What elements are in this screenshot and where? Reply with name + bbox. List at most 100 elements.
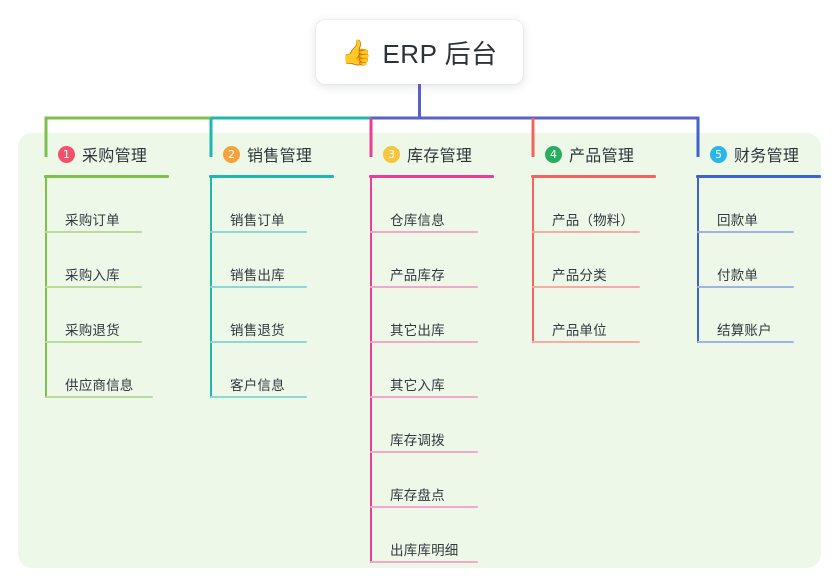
branch-item-underline (370, 451, 478, 453)
branch-item-underline (532, 231, 640, 233)
branch-item[interactable]: 仓库信息 (363, 178, 523, 233)
branch-item-underline (370, 231, 478, 233)
branch-column-3: 3 库存管理仓库信息产品库存其它出库其它入库库存调拨库存盘点出库库明细 (363, 133, 523, 563)
branch-item-underline (45, 231, 142, 233)
branch-title: 库存管理 (407, 148, 473, 165)
branch-item[interactable]: 采购入库 (38, 233, 198, 288)
branch-item-underline (210, 286, 307, 288)
branch-item[interactable]: 其它入库 (363, 343, 523, 398)
branch-item-underline (697, 231, 794, 233)
branch-header-4[interactable]: 4 产品管理 (525, 133, 685, 175)
branch-number-badge: 2 (223, 145, 240, 163)
branch-item-label: 销售出库 (230, 268, 285, 283)
branch-columns: 1 采购管理采购订单采购入库采购退货供应商信息 2 销售管理销售订单销售出库销售退货客… (18, 133, 821, 568)
branch-item[interactable]: 销售退货 (203, 288, 363, 343)
branch-item-label: 结算账户 (717, 323, 772, 338)
root-node-title: ERP 后台 (382, 38, 498, 69)
branch-item[interactable]: 产品（物料） (525, 178, 685, 233)
branch-item-label: 产品（物料） (552, 213, 635, 228)
branch-item-label: 出库库明细 (390, 543, 459, 558)
branch-item-label: 付款单 (717, 268, 759, 283)
branch-item[interactable]: 其它出库 (363, 288, 523, 343)
branch-header-3[interactable]: 3 库存管理 (363, 133, 523, 175)
branch-title: 销售管理 (247, 148, 313, 165)
branch-item-underline (210, 341, 307, 343)
branch-item-label: 库存调拨 (390, 433, 445, 448)
branch-column-4: 4 产品管理产品（物料） 产品分类产品单位 (525, 133, 685, 343)
branch-item[interactable]: 产品单位 (525, 288, 685, 343)
branch-header-1[interactable]: 1 采购管理 (38, 133, 198, 175)
diagram-panel (18, 133, 821, 568)
branch-item-underline (370, 341, 478, 343)
branch-spine (532, 178, 534, 343)
branch-item[interactable]: 产品分类 (525, 233, 685, 288)
branch-item-label: 客户信息 (230, 378, 285, 393)
thumbs-up-icon: 👍 (341, 37, 373, 67)
branch-item-label: 产品分类 (552, 268, 607, 283)
branch-item-list: 销售订单销售出库销售退货客户信息 (203, 178, 363, 398)
branch-item-label: 采购订单 (65, 213, 120, 228)
branch-item[interactable]: 客户信息 (203, 343, 363, 398)
branch-title: 财务管理 (734, 148, 800, 165)
branch-item-label: 销售退货 (230, 323, 285, 338)
branch-item[interactable]: 付款单 (690, 233, 839, 288)
branch-underline (531, 175, 656, 178)
branch-item[interactable]: 产品库存 (363, 233, 523, 288)
root-node[interactable]: 👍 ERP 后台 (316, 20, 523, 84)
branch-underline (696, 175, 821, 178)
branch-number-badge: 4 (545, 145, 562, 163)
branch-item[interactable]: 出库库明细 (363, 508, 523, 563)
branch-item-underline (45, 396, 153, 398)
branch-item-label: 仓库信息 (390, 213, 445, 228)
branch-item[interactable]: 采购订单 (38, 178, 198, 233)
branch-item-underline (210, 231, 307, 233)
branch-item[interactable]: 供应商信息 (38, 343, 198, 398)
branch-underline (209, 175, 334, 178)
branch-item-underline (370, 286, 478, 288)
branch-item-underline (370, 506, 478, 508)
branch-item-label: 其它入库 (390, 378, 445, 393)
branch-item-underline (532, 286, 640, 288)
branch-item-underline (370, 396, 478, 398)
branch-item[interactable]: 采购退货 (38, 288, 198, 343)
branch-item[interactable]: 结算账户 (690, 288, 839, 343)
branch-item-underline (210, 396, 307, 398)
branch-underline (369, 175, 494, 178)
branch-spine (697, 178, 699, 343)
branch-header-5[interactable]: 5 财务管理 (690, 133, 839, 175)
branch-item[interactable]: 回款单 (690, 178, 839, 233)
branch-item[interactable]: 库存调拨 (363, 398, 523, 453)
branch-number-badge: 5 (710, 145, 727, 163)
branch-item-list: 仓库信息产品库存其它出库其它入库库存调拨库存盘点出库库明细 (363, 178, 523, 563)
branch-underline (44, 175, 169, 178)
branch-item-underline (532, 341, 640, 343)
branch-item-label: 供应商信息 (65, 378, 134, 393)
branch-item-underline (697, 341, 794, 343)
branch-title: 采购管理 (82, 148, 148, 165)
branch-item-underline (370, 561, 478, 563)
branch-item-label: 其它出库 (390, 323, 445, 338)
branch-number-badge: 3 (383, 145, 400, 163)
branch-item-underline (45, 286, 142, 288)
branch-spine (210, 178, 212, 398)
branch-item-label: 回款单 (717, 213, 759, 228)
branch-item-label: 产品库存 (390, 268, 445, 283)
branch-title: 产品管理 (569, 148, 635, 165)
branch-column-2: 2 销售管理销售订单销售出库销售退货客户信息 (203, 133, 363, 398)
branch-item-label: 产品单位 (552, 323, 607, 338)
branch-item-label: 库存盘点 (390, 488, 445, 503)
branch-number-badge: 1 (58, 145, 75, 163)
branch-item[interactable]: 销售出库 (203, 233, 363, 288)
branch-item[interactable]: 销售订单 (203, 178, 363, 233)
branch-column-5: 5 财务管理回款单付款单结算账户 (690, 133, 839, 343)
branch-item-label: 采购入库 (65, 268, 120, 283)
branch-item-underline (697, 286, 794, 288)
branch-spine (370, 178, 372, 563)
branch-spine (45, 178, 47, 398)
branch-header-2[interactable]: 2 销售管理 (203, 133, 363, 175)
branch-column-1: 1 采购管理采购订单采购入库采购退货供应商信息 (38, 133, 198, 398)
branch-item-label: 采购退货 (65, 323, 120, 338)
branch-item[interactable]: 库存盘点 (363, 453, 523, 508)
branch-item-underline (45, 341, 142, 343)
